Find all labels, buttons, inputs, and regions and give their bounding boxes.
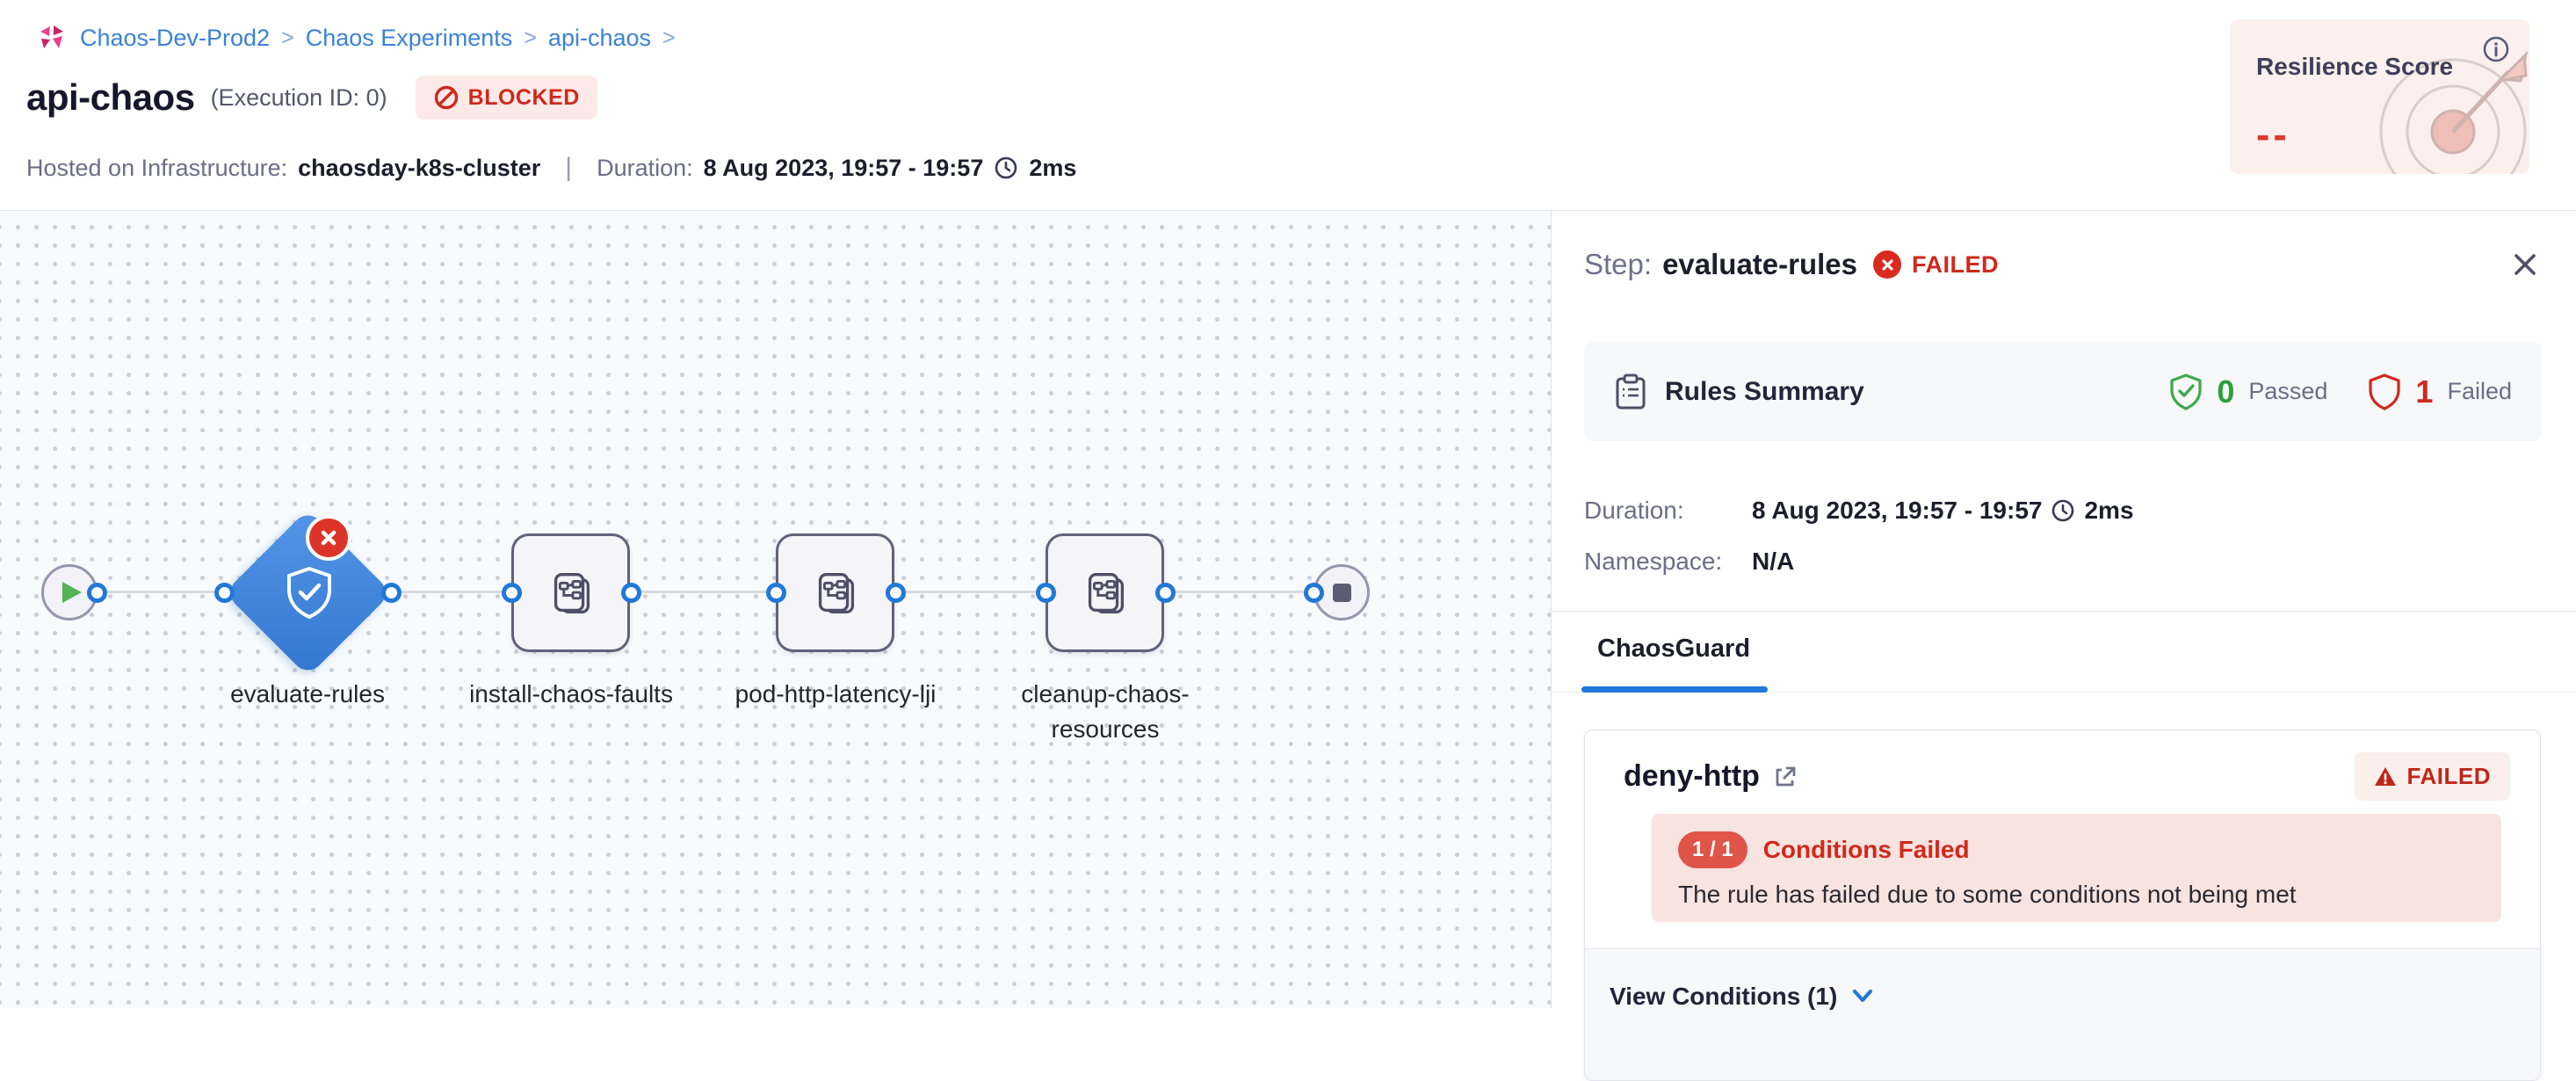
step-status: FAILED xyxy=(1912,250,2000,278)
shield-failed-icon xyxy=(2369,373,2401,410)
target-arrow-illustration xyxy=(2379,50,2529,174)
namespace-value: N/A xyxy=(1752,548,1795,575)
stop-icon xyxy=(1332,583,1351,602)
tab-chaosguard[interactable]: ChaosGuard xyxy=(1597,635,1751,663)
warning-icon xyxy=(2374,766,2396,786)
resilience-score-value: -- xyxy=(2256,112,2290,157)
duration-elapsed: 2ms xyxy=(1029,154,1077,181)
chaos-fault-icon xyxy=(1088,572,1124,613)
connector-port xyxy=(886,583,906,603)
pipeline-canvas[interactable]: evaluate-rules install-chaos-faults pod-… xyxy=(0,211,1551,1008)
namespace-label: Namespace: xyxy=(1584,548,1723,575)
breadcrumb-separator: > xyxy=(662,25,676,50)
conditions-ratio-pill: 1 / 1 xyxy=(1678,831,1747,868)
duration-row: Duration: 8 Aug 2023, 19:57 - 19:57 2ms xyxy=(1584,497,2134,525)
resilience-score-title: Resilience Score xyxy=(2256,53,2454,80)
rule-card-footer: View Conditions (1) xyxy=(1585,948,2540,1080)
page-header: Chaos-Dev-Prod2 > Chaos Experiments > ap… xyxy=(0,0,2576,211)
blocked-icon xyxy=(434,85,458,110)
node-label-evaluate-rules: evaluate-rules xyxy=(230,680,385,707)
active-tab-underline xyxy=(1581,686,1768,693)
breadcrumb-experiment-name[interactable]: api-chaos xyxy=(547,24,651,51)
rules-summary-counts: 0 Passed 1 Failed xyxy=(2169,374,2512,410)
rule-name: deny-http xyxy=(1624,759,1760,793)
clock-icon xyxy=(994,156,1018,180)
duration-value: 8 Aug 2023, 19:57 - 19:57 xyxy=(703,154,984,181)
chaos-guard-shield-icon xyxy=(287,567,331,619)
conditions-failed-alert: 1 / 1 Conditions Failed The rule has fai… xyxy=(1652,814,2501,922)
rules-summary-title: Rules Summary xyxy=(1665,376,1864,406)
breadcrumb-separator: > xyxy=(524,25,537,50)
view-conditions-toggle[interactable]: View Conditions (1) xyxy=(1610,983,1876,1011)
connector-port xyxy=(502,583,522,603)
play-icon xyxy=(62,582,82,603)
conditions-failed-message: The rule has failed due to some conditio… xyxy=(1678,881,2297,908)
connector-port xyxy=(1304,583,1324,603)
breadcrumb-experiments[interactable]: Chaos Experiments xyxy=(305,24,513,51)
node-cleanup-chaos-resources[interactable] xyxy=(1046,533,1164,652)
infra-label: Hosted on Infrastructure: xyxy=(26,154,288,181)
connector-port xyxy=(214,583,235,603)
connector-port xyxy=(1155,583,1176,603)
connector-port xyxy=(381,583,402,603)
pipeline-edge xyxy=(98,591,1313,593)
failed-count: 1 xyxy=(2415,373,2434,410)
execution-id-label: (Execution ID: 0) xyxy=(210,83,387,111)
passed-label: Passed xyxy=(2248,378,2328,404)
rule-title-row: deny-http FAILED xyxy=(1624,752,2510,801)
step-header: Step: evaluate-rules FAILED xyxy=(1584,248,2541,281)
connector-port xyxy=(621,583,641,603)
breadcrumb-separator: > xyxy=(281,25,294,50)
experiment-meta-row: Hosted on Infrastructure: chaosday-k8s-c… xyxy=(26,153,1076,183)
panel-divider xyxy=(1552,611,2576,612)
chevron-down-icon xyxy=(1853,989,1873,1003)
resilience-score-card: Resilience Score -- xyxy=(2230,19,2529,174)
breadcrumb: Chaos-Dev-Prod2 > Chaos Experiments > ap… xyxy=(35,21,676,54)
tabbar-border xyxy=(1552,692,2576,693)
step-label: Step: xyxy=(1584,248,1653,280)
title-row: api-chaos (Execution ID: 0) BLOCKED xyxy=(26,76,597,120)
node-label-cleanup-chaos-resources: cleanup-chaos-resources xyxy=(1021,680,1190,743)
connector-port xyxy=(87,583,107,603)
node-failed-badge xyxy=(306,515,351,561)
status-badge-blocked: BLOCKED xyxy=(415,76,597,120)
chaos-fault-icon xyxy=(818,572,854,613)
info-icon[interactable] xyxy=(2482,35,2510,63)
rules-summary-box: Rules Summary 0 Passed 1 Failed xyxy=(1584,342,2542,441)
shield-check-icon xyxy=(2170,373,2202,410)
meta-divider: | xyxy=(565,153,573,182)
node-install-chaos-faults[interactable] xyxy=(511,533,630,652)
failed-label: Failed xyxy=(2447,378,2512,404)
external-link-icon[interactable] xyxy=(1772,765,1797,789)
namespace-row: Namespace: N/A xyxy=(1584,548,1794,576)
step-failed-icon xyxy=(1873,250,1902,279)
node-label-install-chaos-faults: install-chaos-faults xyxy=(469,680,673,707)
connector-port xyxy=(766,583,786,603)
rule-card-deny-http: deny-http FAILED 1 / 1 Conditions Faile xyxy=(1584,729,2541,1081)
chaos-fault-icon xyxy=(554,572,590,613)
clipboard-icon xyxy=(1616,374,1646,409)
x-icon xyxy=(321,530,336,546)
clock-icon xyxy=(2052,499,2074,522)
connector-port xyxy=(1036,583,1056,603)
step-name: evaluate-rules xyxy=(1662,248,1858,280)
duration-label: Duration: xyxy=(1584,497,1684,524)
page-title: api-chaos xyxy=(26,76,195,118)
infra-value: chaosday-k8s-cluster xyxy=(298,154,541,181)
duration-value: 8 Aug 2023, 19:57 - 19:57 2ms xyxy=(1752,497,2134,524)
breadcrumb-project[interactable]: Chaos-Dev-Prod2 xyxy=(80,24,271,51)
rule-status-badge: FAILED xyxy=(2354,752,2510,801)
close-icon[interactable] xyxy=(2509,249,2541,280)
node-label-pod-http-latency: pod-http-latency-lji xyxy=(734,680,937,707)
passed-count: 0 xyxy=(2217,373,2235,410)
conditions-failed-title: Conditions Failed xyxy=(1762,836,1970,863)
duration-label: Duration: xyxy=(597,154,693,181)
pipeline-start-node[interactable] xyxy=(41,564,98,620)
node-pod-http-latency[interactable] xyxy=(776,533,894,652)
chaos-module-logo-icon[interactable] xyxy=(35,21,69,54)
step-details-panel: Step: evaluate-rules FAILED Rules Summar… xyxy=(1551,211,2576,1081)
